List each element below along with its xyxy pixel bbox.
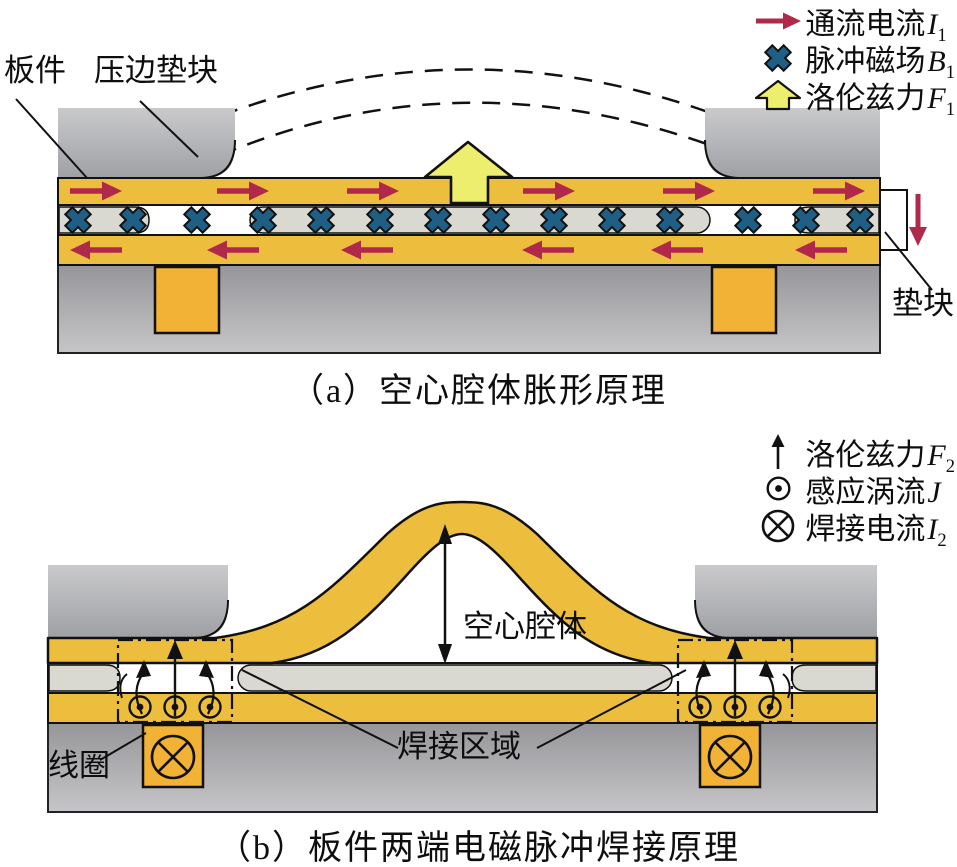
legend-label: 洛伦兹力F2 bbox=[805, 430, 955, 477]
legend-variable: I bbox=[927, 7, 938, 41]
yellow-up-arrow-icon bbox=[751, 79, 805, 111]
legend-variable: B bbox=[927, 44, 946, 78]
legend-item-field: 脉冲磁场B1 bbox=[751, 39, 955, 81]
holder-right-block-b bbox=[695, 565, 877, 638]
caption-a: （a）空心腔体胀形原理 bbox=[289, 373, 668, 410]
lorentz-force-arrow bbox=[423, 140, 514, 205]
legend-text: 感应涡流 bbox=[805, 475, 926, 509]
legend-subscript: 1 bbox=[945, 61, 955, 83]
legend-subscript: 2 bbox=[937, 529, 947, 551]
down-arrow bbox=[909, 194, 927, 246]
weld-zone-label: 焊接区域 bbox=[397, 729, 521, 764]
caption-b: （b）板件两端电磁脉冲焊接原理 bbox=[217, 830, 740, 867]
legend-variable: F bbox=[927, 81, 946, 115]
legend-variable: I bbox=[927, 512, 938, 546]
leader-lines-b bbox=[99, 669, 687, 761]
legend-label: 洛伦兹力F1 bbox=[805, 73, 955, 120]
legend-label: 焊接电流I2 bbox=[805, 504, 947, 551]
legend-item-eddy: 感应涡流J bbox=[751, 470, 955, 509]
red-right-arrow-icon bbox=[751, 10, 805, 32]
legend-variable: J bbox=[927, 475, 941, 509]
cross-field-icon bbox=[751, 40, 805, 75]
field-layer-border-b bbox=[47, 662, 878, 694]
holder-left-block bbox=[58, 108, 235, 178]
figure-b-drawing bbox=[46, 500, 879, 813]
end-spacer-outline bbox=[879, 189, 908, 251]
coil-label: 线圈 bbox=[48, 748, 110, 783]
circle-cross-icon bbox=[751, 508, 805, 544]
weld-zone-arrows-left bbox=[119, 640, 222, 719]
black-up-arrow-icon bbox=[751, 433, 805, 470]
coil-right bbox=[698, 723, 762, 789]
legend-item-lorentz: 洛伦兹力F2 bbox=[751, 433, 955, 475]
legend-label: 脉冲磁场B1 bbox=[805, 36, 955, 83]
holder-left-block-b bbox=[48, 565, 228, 638]
weld-zone-arrows-right bbox=[688, 640, 791, 719]
cavity-label: 空心腔体 bbox=[463, 609, 587, 644]
legend-subscript: 1 bbox=[937, 24, 947, 46]
holder-right-block bbox=[705, 108, 880, 178]
legend-item-force: 洛伦兹力F1 bbox=[751, 76, 955, 118]
cavity-height-arrow bbox=[438, 524, 452, 664]
edge-holder-label: 压边垫块 bbox=[94, 53, 218, 88]
coil-left bbox=[141, 723, 205, 789]
legend-item-weld-current: 焊接电流I2 bbox=[751, 507, 955, 549]
legend-variable: F bbox=[927, 438, 946, 472]
legend-text: 脉冲磁场 bbox=[805, 44, 926, 78]
circle-dot-icon bbox=[751, 475, 805, 502]
figure-a-legend: 通流电流I1 脉冲磁场B1 洛伦兹力F1 bbox=[751, 2, 955, 118]
pad-left bbox=[153, 265, 221, 335]
plate-label: 板件 bbox=[4, 53, 66, 88]
leader-lines-a bbox=[15, 98, 933, 291]
upper-plate-arch bbox=[46, 500, 879, 665]
pad-right bbox=[710, 265, 778, 335]
figure-b-legend: 洛伦兹力F2 感应涡流J 焊接电流I2 bbox=[751, 433, 955, 549]
spacer-label: 垫块 bbox=[892, 286, 954, 321]
legend-text: 通流电流 bbox=[805, 7, 926, 41]
figure-a-drawing bbox=[15, 68, 933, 354]
field-layer-capsules-b bbox=[48, 664, 877, 692]
legend-label: 感应涡流J bbox=[805, 467, 940, 511]
legend-text: 洛伦兹力 bbox=[805, 81, 926, 115]
legend-label: 通流电流I1 bbox=[805, 0, 947, 46]
plate-bottom-sheet bbox=[57, 234, 881, 266]
legend-subscript: 1 bbox=[945, 98, 955, 120]
legend-text: 焊接电流 bbox=[805, 512, 926, 546]
legend-text: 洛伦兹力 bbox=[805, 438, 926, 472]
legend-item-current: 通流电流I1 bbox=[751, 2, 955, 44]
legend-subscript: 2 bbox=[945, 455, 955, 477]
